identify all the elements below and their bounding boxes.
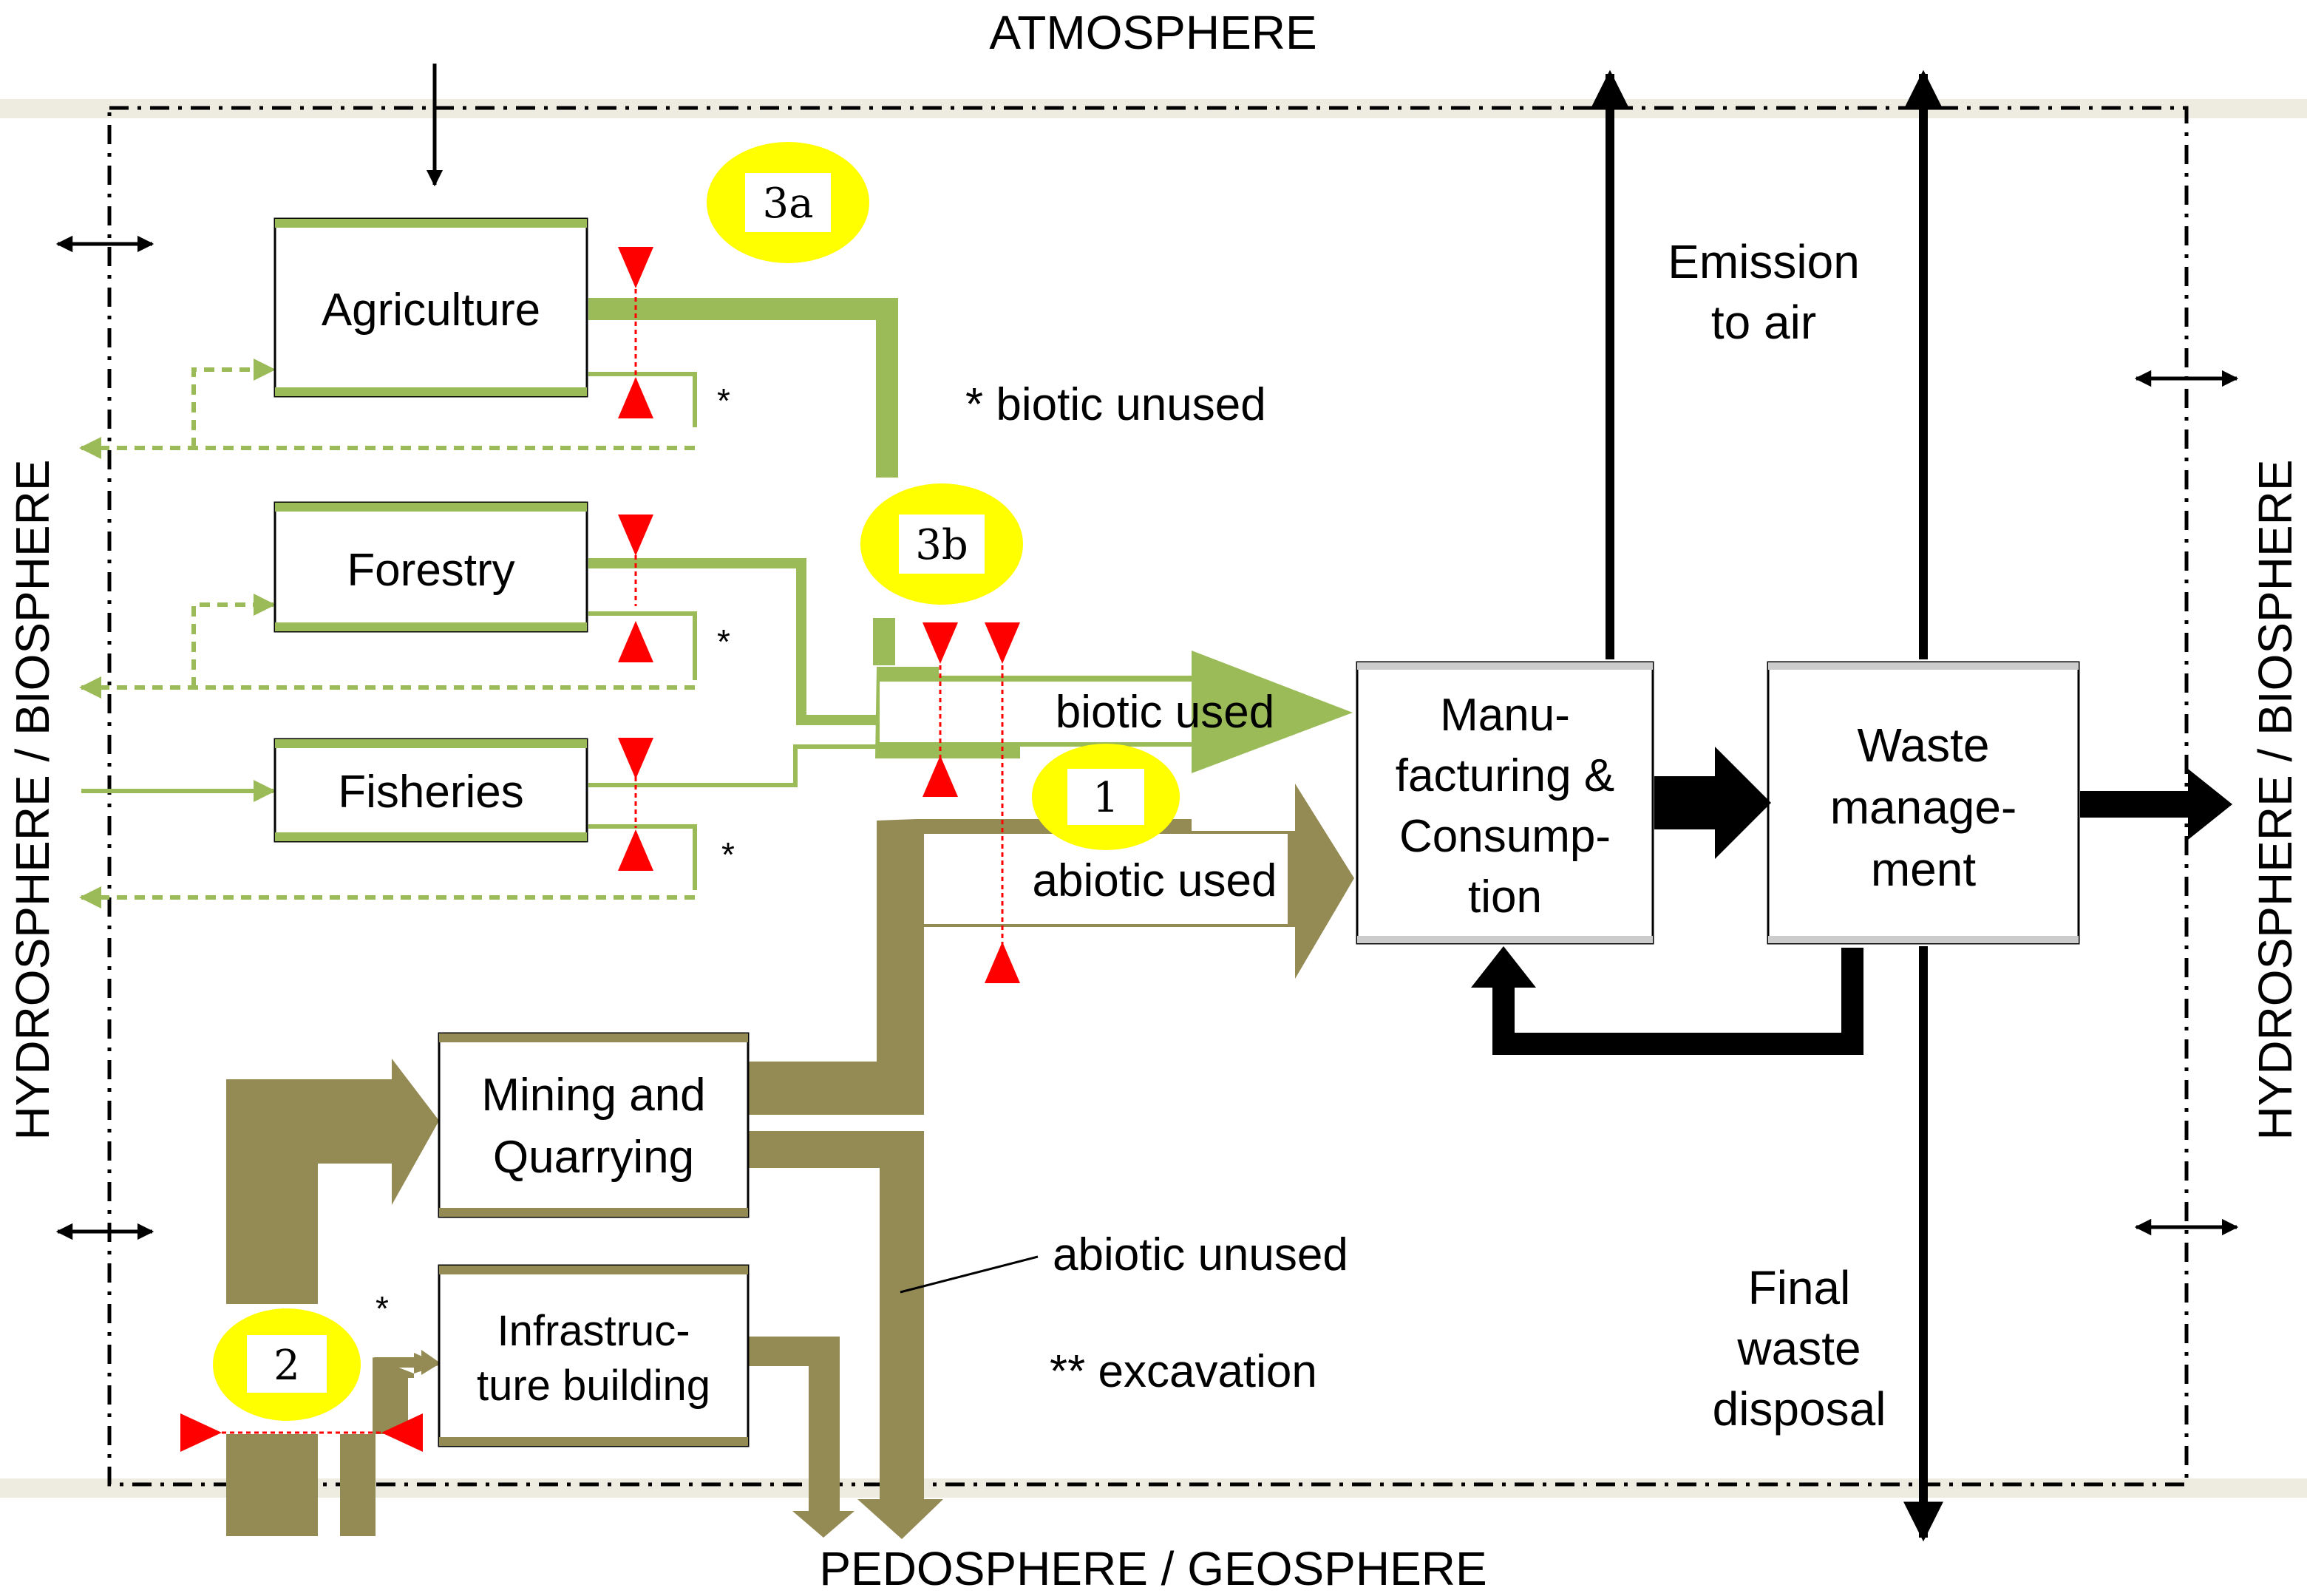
boundary-exchange-icons [55, 64, 2239, 1240]
manufacturing-to-waste-arrow [1654, 747, 1771, 859]
waste-label-3: ment [1871, 843, 1977, 896]
agriculture-label: Agriculture [322, 285, 540, 336]
right-sphere-label: HYDROSPHERE / BIOSPHERE [2249, 459, 2302, 1140]
infrastructure-unused-arrow [747, 1337, 854, 1538]
abiotic-unused-flow [747, 1131, 924, 1168]
infrastructure-input-arrow [374, 1350, 441, 1375]
manufacturing-label-3: Consump- [1399, 811, 1611, 862]
marker-3a-label: 3a [762, 180, 813, 228]
infrastructure-star: * [376, 1289, 389, 1328]
forestry-label: Forestry [347, 545, 514, 596]
atmosphere-label: ATMOSPHERE [989, 6, 1316, 59]
excavation-bar-left [226, 1434, 318, 1536]
biotic-used-arrow-inner [880, 682, 1192, 742]
marker-1: 1 [1032, 744, 1180, 850]
abiotic-unused-label: abiotic unused [1053, 1229, 1348, 1280]
waste-label-1: Waste [1858, 719, 1990, 772]
left-sphere-label: HYDROSPHERE / BIOSPHERE [6, 459, 59, 1140]
emission-label-2: to air [1711, 296, 1816, 349]
marker-2: 2 [213, 1308, 361, 1421]
mining-label-2: Quarrying [493, 1132, 694, 1183]
mining-box: Mining and Quarrying [438, 1032, 750, 1218]
measurement-points [180, 247, 1020, 1452]
fisheries-box: Fisheries [273, 738, 588, 843]
mining-to-used-link [747, 1062, 924, 1115]
marker-2-label: 2 [273, 1342, 300, 1390]
fisheries-label: Fisheries [338, 767, 524, 818]
final-disposal-label-1: Final [1748, 1261, 1851, 1314]
waste-export-arrow [2080, 769, 2232, 840]
waste-label-2: manage- [1830, 781, 2017, 834]
agriculture-star: * [717, 381, 730, 420]
manufacturing-box: Manu- facturing & Consump- tion [1356, 661, 1654, 945]
abiotic-used-arrow-inner [924, 834, 1288, 924]
infrastructure-box: Infrastruc- ture building [438, 1264, 750, 1447]
biotic-unused-flows [79, 359, 697, 909]
emission-label-1: Emission [1668, 235, 1860, 288]
manufacturing-label-4: tion [1468, 872, 1542, 923]
abiotic-unused-arrow [857, 1168, 943, 1539]
recycling-loop [1492, 948, 1863, 1055]
final-disposal-label-3: disposal [1713, 1382, 1886, 1436]
marker-3b-label: 3b [915, 521, 968, 569]
mining-input-arrow [226, 1059, 439, 1304]
biotic-used-label: biotic used [1056, 687, 1274, 738]
manufacturing-label-1: Manu- [1440, 690, 1570, 741]
manufacturing-label-2: facturing & [1396, 750, 1614, 801]
excavation-label: ** excavation [1050, 1346, 1317, 1397]
recycling-arrow-head [1471, 946, 1536, 988]
marker-3a: 3a [707, 142, 869, 263]
agriculture-box: Agriculture [273, 217, 588, 398]
infrastructure-label-1: Infrastruc- [497, 1307, 690, 1355]
top-boundary-band [0, 99, 2307, 118]
biotic-unused-label: * biotic unused [965, 379, 1266, 430]
waste-management-box: Waste manage- ment [1767, 661, 2080, 945]
excavation-bar-right [340, 1434, 376, 1536]
infrastructure-label-2: ture building [477, 1362, 710, 1410]
fisheries-star: * [721, 835, 735, 874]
abiotic-used-label: abiotic used [1033, 855, 1277, 906]
marker-1-label: 1 [1093, 774, 1119, 822]
mining-label-1: Mining and [481, 1070, 705, 1121]
black-flows [1471, 69, 2232, 1542]
biotic-used-flows [588, 298, 898, 787]
forestry-box: Forestry [273, 501, 588, 633]
abiotic-unused-pointer [900, 1255, 1039, 1294]
forestry-star: * [717, 622, 730, 661]
marker-3b: 3b [860, 483, 1023, 605]
final-disposal-label-2: waste [1736, 1322, 1861, 1375]
pedosphere-label: PEDOSPHERE / GEOSPHERE [819, 1542, 1487, 1595]
